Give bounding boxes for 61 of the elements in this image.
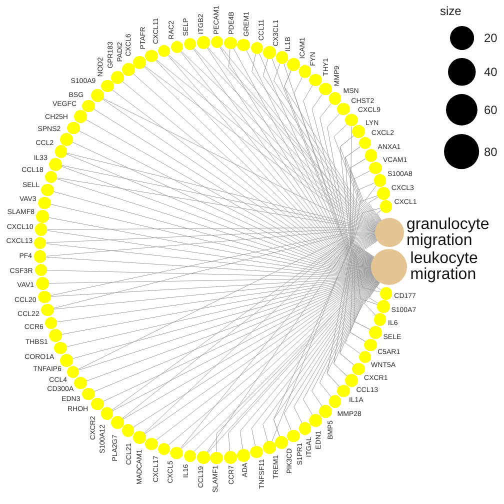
edge-line: [352, 208, 380, 258]
edge-line: [376, 282, 382, 290]
edge-line: [326, 280, 378, 387]
edge-line: [340, 281, 378, 366]
edge-line: [144, 234, 376, 434]
edge-line: [180, 235, 376, 448]
edge-line: [66, 273, 373, 347]
legend-label: 80: [484, 145, 498, 159]
edge-line: [57, 178, 376, 231]
edge-line: [368, 282, 380, 304]
edge-line: [345, 281, 379, 354]
edge-line: [57, 272, 373, 322]
edge-line: [355, 240, 378, 305]
edge-line: [312, 94, 374, 261]
edge-line: [302, 280, 378, 416]
edge-line: [46, 230, 376, 256]
edge-line: [61, 272, 373, 335]
edge-line: [320, 280, 378, 397]
edge-line: [312, 280, 378, 406]
edge-line: [368, 196, 382, 222]
edge-line: [78, 233, 376, 370]
edge-line: [66, 152, 376, 230]
edge-line: [53, 191, 372, 273]
edge-line: [46, 228, 376, 243]
edge-line: [46, 256, 372, 277]
edge-line: [53, 272, 372, 310]
edge-line: [350, 281, 379, 342]
edge-line: [354, 282, 380, 330]
edge-line: [46, 243, 372, 276]
edge-line: [364, 282, 380, 316]
edge-line: [345, 146, 374, 259]
edge-line: [303, 85, 374, 261]
edge-line: [206, 236, 376, 453]
legend-label: 40: [484, 65, 498, 79]
edge-line: [46, 230, 372, 276]
edge-line: [50, 272, 372, 297]
edge-line: [53, 232, 376, 309]
edge-line: [50, 204, 372, 274]
edge-line: [48, 272, 372, 284]
edge-line: [50, 232, 376, 296]
legend-title: size: [440, 4, 462, 18]
edge-line: [376, 210, 382, 221]
edge-line: [350, 158, 374, 259]
edge-line: [320, 103, 374, 260]
edge-line: [48, 217, 372, 274]
term-label: leukocyte migration: [410, 251, 479, 284]
legend-label: 20: [484, 31, 498, 45]
edge-line: [334, 280, 378, 376]
edge-line: [350, 126, 374, 260]
edge-line: [103, 98, 376, 229]
edge-line: [356, 240, 380, 292]
edge-line: [46, 270, 372, 278]
edge-line: [334, 124, 380, 224]
edge-line: [364, 185, 382, 222]
edge-line: [352, 195, 378, 258]
edge-line: [294, 280, 377, 424]
legend-label: 60: [484, 103, 498, 117]
edge-line: [327, 113, 374, 260]
edge-line: [340, 135, 374, 260]
edge-line: [62, 165, 376, 230]
edge-line: [46, 227, 376, 232]
